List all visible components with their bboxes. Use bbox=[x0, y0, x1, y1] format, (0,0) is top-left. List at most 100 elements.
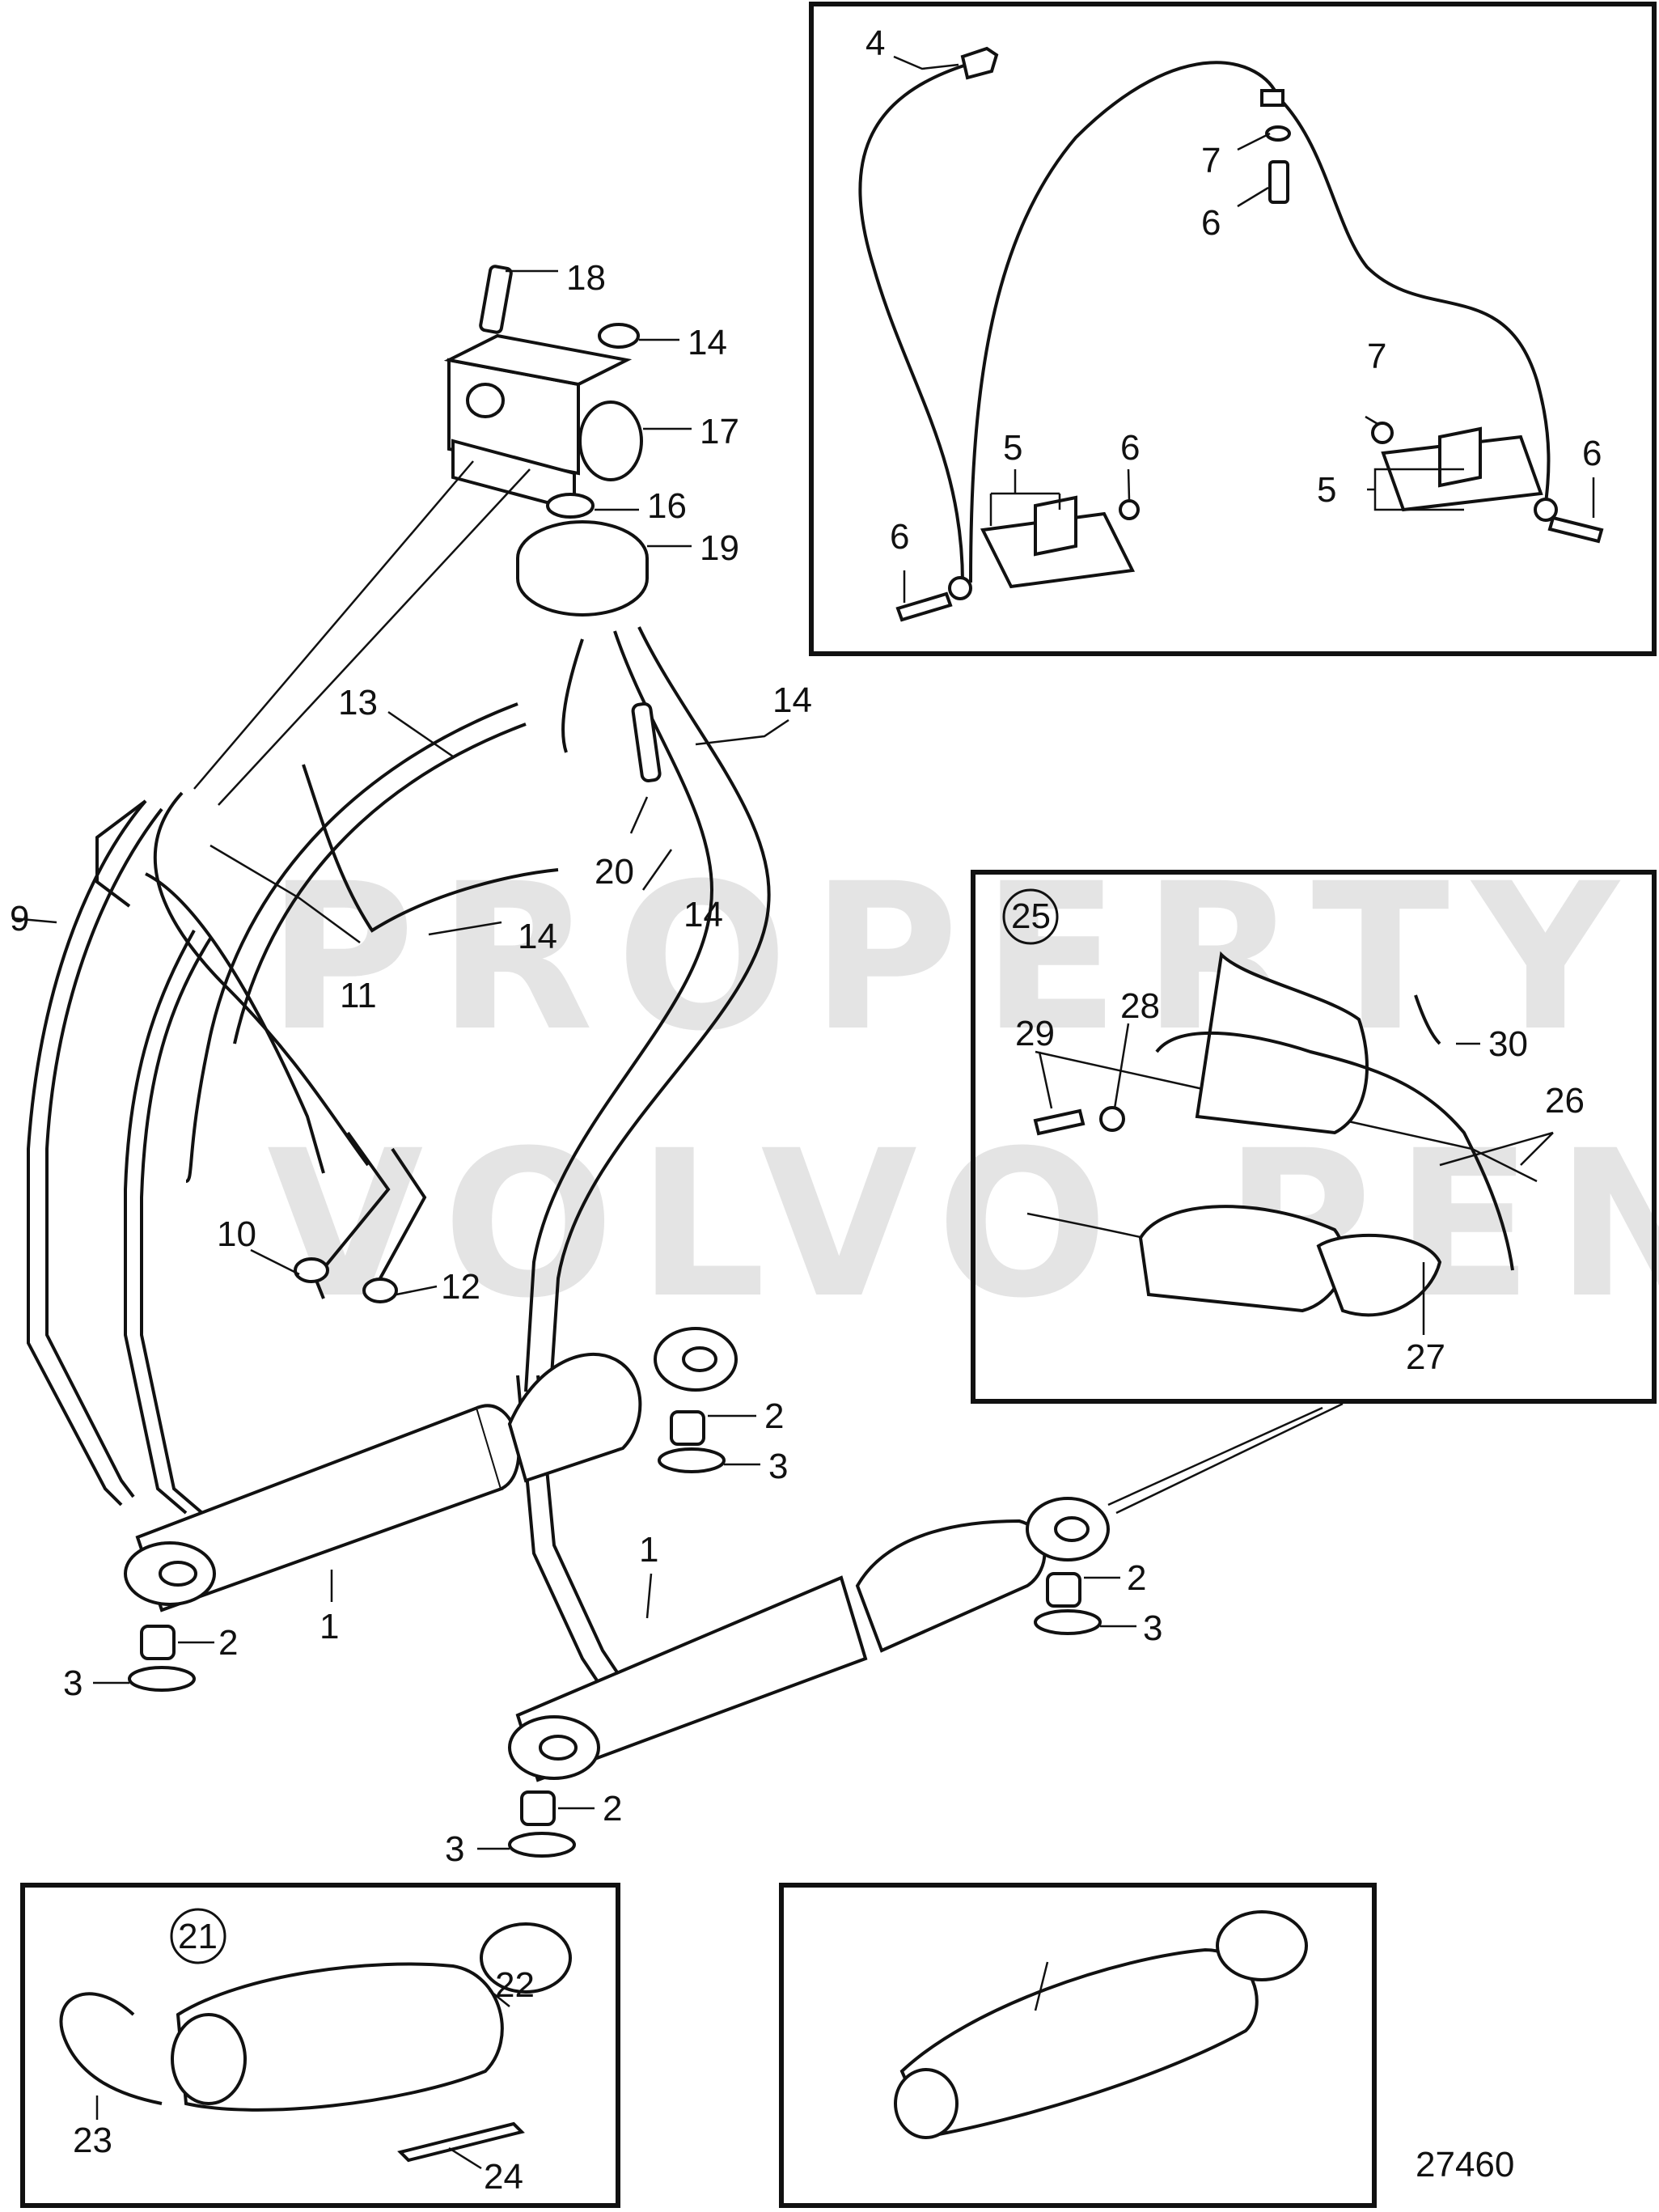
washer-8 bbox=[1265, 125, 1291, 142]
callout-12: 12 bbox=[441, 1267, 480, 1307]
bushing-2-a bbox=[670, 1410, 705, 1446]
callout-24: 25 bbox=[1011, 896, 1051, 936]
callout-14-top-right: 14 bbox=[772, 680, 812, 720]
callout-5-left: 5 bbox=[1003, 428, 1022, 468]
inset-24-bellows bbox=[1138, 1205, 1347, 1313]
washer-3-c bbox=[1034, 1609, 1102, 1635]
pipe-9-b bbox=[45, 807, 163, 1498]
adapter-plate-18-side bbox=[516, 558, 649, 617]
hose-14-mid bbox=[302, 764, 559, 933]
leader-5-right bbox=[1367, 468, 1464, 511]
leader-7-right bbox=[1365, 415, 1380, 426]
callout-3-b: 3 bbox=[63, 1663, 83, 1703]
o-ring-15 bbox=[546, 493, 595, 519]
leader-14-right bbox=[641, 849, 673, 891]
tube-23 bbox=[397, 2121, 525, 2163]
screw-6-right bbox=[1547, 515, 1604, 544]
leader-27 bbox=[1113, 1023, 1130, 1109]
leader-block-left-a bbox=[193, 460, 474, 790]
callout-3-c: 3 bbox=[1143, 1608, 1162, 1648]
inset-ground-cable bbox=[809, 2, 1657, 656]
leader-14-top-right bbox=[695, 718, 789, 746]
callout-10: 10 bbox=[217, 1214, 256, 1254]
callout-11: 11 bbox=[340, 976, 377, 1015]
inset-24 bbox=[971, 870, 1657, 1404]
callout-1-right: 1 bbox=[639, 1530, 658, 1570]
washer-3-b bbox=[128, 1666, 196, 1692]
bellows-30 bbox=[899, 1947, 1259, 2138]
callout-14-left: 13 bbox=[338, 683, 378, 723]
callout-7-right: 7 bbox=[1367, 337, 1386, 376]
tie-rod-eye-right-hole bbox=[1054, 1516, 1090, 1542]
leader-30 bbox=[1034, 1961, 1049, 2011]
callout-27: 28 bbox=[1120, 986, 1160, 1026]
inset-20 bbox=[20, 1883, 620, 2208]
leader-to-inset-24-b bbox=[1115, 1402, 1344, 1515]
inset-frame-top bbox=[809, 2, 1657, 656]
bushing-2-d bbox=[520, 1790, 556, 1826]
pipe-11-b bbox=[153, 791, 370, 1167]
leader-9 bbox=[11, 917, 57, 924]
leader-5-left bbox=[989, 469, 1061, 526]
callout-13: 14 bbox=[688, 323, 727, 362]
leader-10 bbox=[250, 1248, 300, 1276]
callout-4: 4 bbox=[865, 23, 885, 63]
hose-14-center bbox=[561, 638, 584, 753]
callout-2-b: 2 bbox=[218, 1623, 238, 1663]
callout-3-a: 3 bbox=[768, 1447, 788, 1486]
leader-4 bbox=[893, 55, 959, 70]
callout-15: 16 bbox=[647, 486, 687, 526]
watermark-line-2: VOLVO PENTA bbox=[267, 1107, 1659, 1342]
leader-23 bbox=[448, 2146, 482, 2170]
bushing-2-b bbox=[140, 1625, 176, 1660]
leader-19 bbox=[629, 796, 649, 834]
callout-labels: 4 7 6 5 6 6 7 5 6 18 14 17 16 19 13 14 2… bbox=[10, 23, 1602, 2197]
inset-24-eye bbox=[1316, 1233, 1442, 1317]
lug-left bbox=[948, 576, 972, 600]
screw-6-left bbox=[895, 591, 953, 622]
cable-tie-22 bbox=[59, 1992, 163, 2105]
callout-21: 22 bbox=[495, 1965, 535, 2005]
cylinder-1-left-hole bbox=[159, 1561, 197, 1587]
inset-24-wire-25 bbox=[1155, 1031, 1514, 1271]
cylinder-right bbox=[477, 1402, 1344, 1858]
hose-14-right-b bbox=[548, 626, 771, 1401]
washer-27 bbox=[1099, 1106, 1125, 1132]
washer-3-a bbox=[658, 1447, 726, 1473]
bellows-21-eye bbox=[480, 1922, 572, 1994]
cylinder-1-right-hole bbox=[539, 1735, 578, 1761]
lug-right bbox=[1534, 498, 1558, 522]
bellows-left bbox=[507, 1352, 642, 1483]
cylinder-left bbox=[93, 1327, 760, 1692]
leader-11 bbox=[209, 844, 361, 944]
pipe-12-a bbox=[124, 930, 196, 1515]
leader-1-right bbox=[645, 1573, 653, 1619]
callout-14-right: 14 bbox=[683, 895, 723, 934]
callout-5-right: 5 bbox=[1317, 470, 1336, 510]
screw-19 bbox=[631, 701, 662, 783]
nut-7-left bbox=[1119, 499, 1140, 520]
callout-18: 19 bbox=[700, 528, 739, 568]
callout-23: 24 bbox=[484, 2157, 523, 2197]
valve-block-assembly bbox=[443, 265, 692, 617]
figure-number: 27460 bbox=[1416, 2145, 1514, 2184]
inset-30 bbox=[779, 1883, 1377, 2208]
leader-8 bbox=[1237, 132, 1271, 151]
callout-2-d: 2 bbox=[603, 1789, 622, 1829]
cable-lug-top bbox=[960, 46, 999, 80]
bellows-21-opening bbox=[171, 2013, 247, 2105]
bellows-right bbox=[855, 1519, 1047, 1653]
pipe-12-bend bbox=[379, 1147, 427, 1279]
pipe-12-b bbox=[140, 937, 212, 1515]
ground-cable-a bbox=[858, 63, 967, 583]
clamp-5-left-b bbox=[1034, 495, 1077, 557]
callout-9: 9 bbox=[10, 899, 29, 939]
fitting-12 bbox=[362, 1278, 398, 1303]
callout-16: 17 bbox=[700, 412, 739, 451]
callout-20: 21 bbox=[178, 1917, 218, 1956]
circle-20 bbox=[170, 1908, 226, 1964]
pipe-9-top bbox=[95, 799, 147, 908]
inset-24-tie-29 bbox=[1414, 994, 1441, 1045]
leader-28 bbox=[1038, 1051, 1053, 1109]
bushing-2-c bbox=[1046, 1572, 1081, 1608]
